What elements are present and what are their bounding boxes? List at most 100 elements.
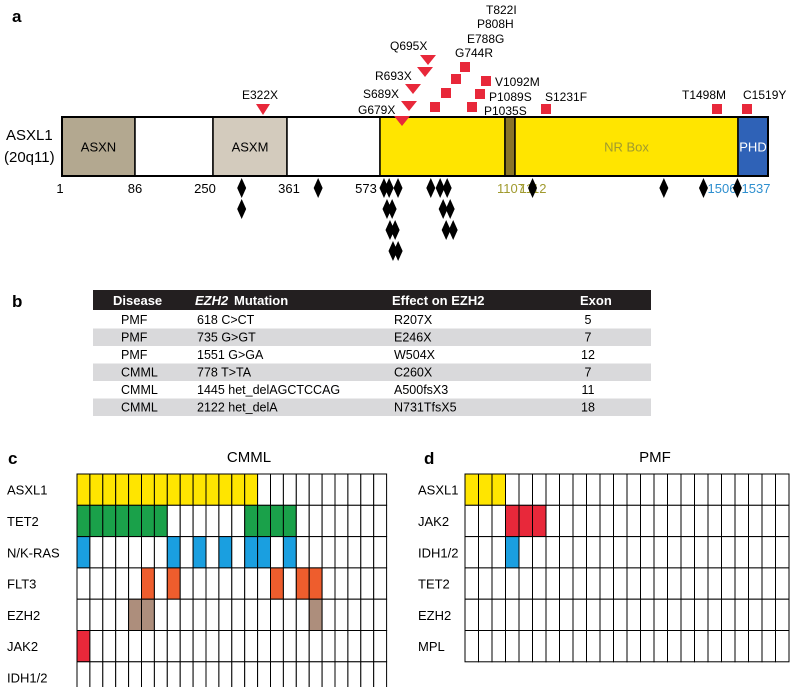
grid-cell bbox=[559, 473, 574, 506]
table-row-stripe bbox=[93, 398, 651, 416]
grid-cell bbox=[721, 504, 736, 538]
grid-cell bbox=[599, 598, 614, 632]
grid-cell bbox=[545, 567, 560, 600]
position-labels: 1862503615731107111215061537 bbox=[56, 181, 770, 196]
gene-label: EZH2 bbox=[418, 608, 451, 623]
grid-cell bbox=[680, 567, 695, 600]
grid-cell bbox=[464, 504, 479, 538]
grid-cell bbox=[748, 598, 763, 632]
grid-cell bbox=[321, 567, 336, 600]
grid-cell bbox=[347, 567, 362, 600]
grid-cell bbox=[360, 567, 375, 600]
diamond-marker bbox=[426, 178, 436, 198]
table-cell: W504X bbox=[394, 348, 436, 362]
grid-cell bbox=[586, 598, 601, 632]
grid-cell bbox=[334, 661, 349, 687]
grid-cell bbox=[572, 504, 587, 538]
mutation-label: G744R bbox=[455, 46, 493, 60]
triangle-marker bbox=[256, 104, 270, 115]
grid-cell bbox=[505, 598, 520, 632]
grid-cell bbox=[478, 567, 493, 600]
grid-cell bbox=[748, 504, 763, 538]
mutation-label: S1231F bbox=[545, 90, 587, 104]
grid-cell bbox=[626, 567, 641, 600]
gene-label: MPL bbox=[418, 639, 445, 654]
grid-cell bbox=[89, 598, 104, 632]
grid-cell bbox=[599, 536, 614, 569]
grid-cell bbox=[334, 598, 349, 632]
grid-cell bbox=[205, 661, 220, 687]
grid-cell bbox=[153, 473, 168, 506]
grid-cell bbox=[308, 598, 323, 632]
gene-label: FLT3 bbox=[7, 577, 36, 592]
grid-cell bbox=[89, 567, 104, 600]
grid-cell bbox=[76, 504, 91, 538]
header-exon: Exon bbox=[580, 293, 612, 308]
grid-cell bbox=[295, 661, 310, 687]
mutation-label: P808H bbox=[477, 17, 514, 31]
mutation-label: R693X bbox=[375, 69, 412, 83]
grid-cell bbox=[640, 598, 655, 632]
table-cell: 12 bbox=[581, 348, 595, 362]
grid-cell bbox=[76, 473, 91, 506]
grid-cell bbox=[166, 504, 181, 538]
grid-cell bbox=[613, 598, 628, 632]
domain-segment bbox=[286, 116, 381, 177]
grid-cell bbox=[586, 630, 601, 663]
grid-cell bbox=[76, 598, 91, 632]
grid-cell bbox=[599, 630, 614, 663]
grid-cell bbox=[153, 598, 168, 632]
grid-cell bbox=[192, 661, 207, 687]
grid-cell bbox=[586, 536, 601, 569]
grid-cell bbox=[218, 598, 233, 632]
grid-cell bbox=[153, 630, 168, 663]
grid-cell bbox=[282, 536, 297, 569]
grid-cell bbox=[102, 567, 117, 600]
grid-cell bbox=[464, 473, 479, 506]
grid-cell bbox=[270, 473, 284, 506]
diamond-marker bbox=[441, 220, 451, 240]
grid-cell bbox=[761, 567, 776, 600]
grid-cell bbox=[141, 536, 155, 569]
grid-cell bbox=[721, 598, 736, 632]
table-header: Disease EZH2 Mutation Effect on EZH2 Exo… bbox=[113, 293, 612, 308]
grid-cell bbox=[373, 630, 388, 663]
mutation-label: P1089S bbox=[489, 90, 532, 104]
grid-cell bbox=[640, 473, 655, 506]
grid-cell bbox=[734, 504, 749, 538]
square-marker bbox=[430, 102, 440, 112]
panel-c-title: CMML bbox=[227, 449, 271, 466]
grid-cell bbox=[128, 598, 143, 632]
grid-cell bbox=[76, 536, 91, 569]
diamond-marker bbox=[393, 241, 403, 261]
gene-label: TET2 bbox=[7, 514, 39, 529]
grid-cell bbox=[231, 504, 246, 538]
grid-cell bbox=[707, 504, 722, 538]
grid-cell bbox=[334, 504, 349, 538]
grid-cell bbox=[653, 630, 668, 663]
grid-cell bbox=[218, 630, 233, 663]
table-cell: E246X bbox=[394, 331, 432, 345]
grid-cell bbox=[640, 504, 655, 538]
grid-cell bbox=[707, 630, 722, 663]
grid-cell bbox=[373, 598, 388, 632]
square-marker bbox=[451, 74, 461, 84]
grid-cell bbox=[115, 661, 130, 687]
grid-cell bbox=[586, 567, 601, 600]
table-cell: 5 bbox=[585, 313, 592, 327]
grid-cell bbox=[308, 504, 323, 538]
table-cell: PMF bbox=[121, 348, 148, 362]
grid-cell bbox=[115, 504, 130, 538]
grid-cell bbox=[347, 630, 362, 663]
grid-cell bbox=[334, 567, 349, 600]
domain-label: PHD bbox=[739, 140, 766, 155]
grid-cell bbox=[244, 630, 259, 663]
gene-label: IDH1/2 bbox=[418, 545, 458, 560]
grid-cell bbox=[128, 504, 143, 538]
table-cell: 18 bbox=[581, 401, 595, 415]
grid-cell bbox=[559, 567, 574, 600]
grid-cell bbox=[491, 630, 506, 663]
grid-cell bbox=[613, 473, 628, 506]
grid-cell bbox=[308, 536, 323, 569]
grid-cell bbox=[295, 504, 310, 538]
